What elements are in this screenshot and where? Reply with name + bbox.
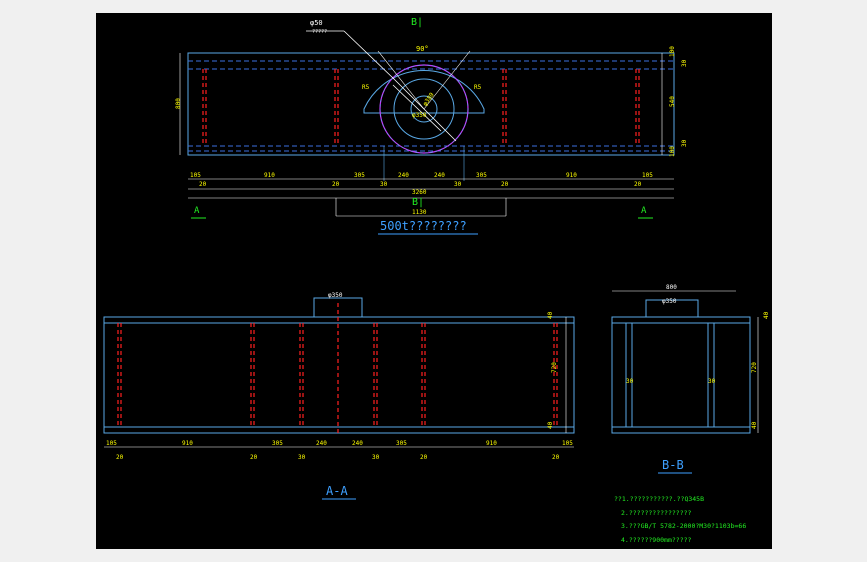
svg-text:20: 20 bbox=[116, 454, 124, 461]
plan-outline bbox=[187, 52, 675, 156]
svg-text:40: 40 bbox=[547, 311, 554, 319]
bottom-dims-top: 105 910 305 240 240 305 910 105 bbox=[190, 172, 653, 179]
section-aa-stiffeners bbox=[117, 303, 558, 433]
svg-text:30: 30 bbox=[681, 139, 688, 147]
svg-text:240: 240 bbox=[398, 172, 409, 179]
svg-text:305: 305 bbox=[354, 172, 365, 179]
note-line: 3.???GB/T 5782-2000?M30?1103b=66 bbox=[621, 522, 746, 530]
svg-text:305: 305 bbox=[396, 440, 407, 447]
svg-text:910: 910 bbox=[264, 172, 275, 179]
section-marker-b-bottom: B| bbox=[412, 197, 424, 208]
section-bb-top-width: 800 bbox=[666, 284, 677, 291]
svg-text:30: 30 bbox=[454, 181, 462, 188]
center-span-dim: 1130 bbox=[412, 209, 427, 216]
svg-text:20: 20 bbox=[250, 454, 258, 461]
section-aa-bore-label: φ350 bbox=[328, 292, 343, 299]
svg-text:20: 20 bbox=[501, 181, 509, 188]
technical-notes: ??1.???????????.??Q345B 2.??????????????… bbox=[614, 495, 746, 544]
svg-text:720: 720 bbox=[551, 362, 558, 373]
leader-line bbox=[343, 30, 395, 80]
section-aa-bottom-dims-low: 20 20 30 30 20 20 bbox=[116, 454, 560, 461]
right-dims: 100 30 540 30 100 bbox=[669, 46, 688, 157]
svg-text:105: 105 bbox=[562, 440, 573, 447]
section-bb-left-thk: 30 bbox=[626, 378, 634, 385]
note-line: ??1.???????????.??Q345B bbox=[614, 495, 704, 503]
svg-text:105: 105 bbox=[642, 172, 653, 179]
svg-text:240: 240 bbox=[316, 440, 327, 447]
note-line: 2.???????????????? bbox=[621, 509, 692, 517]
svg-text:30: 30 bbox=[681, 59, 688, 67]
section-bb-right-dims: 40 720 40 bbox=[751, 311, 770, 429]
section-aa-view: φ350 40 720 40 105 910 305 240 240 305 9… bbox=[103, 292, 575, 500]
svg-text:910: 910 bbox=[486, 440, 497, 447]
section-aa-title: A-A bbox=[326, 484, 348, 498]
section-bb-view: 800 φ350 30 30 40 720 40 B-B bbox=[611, 284, 770, 474]
overall-length-dim: 3260 bbox=[412, 189, 427, 196]
svg-text:20: 20 bbox=[199, 181, 207, 188]
svg-text:20: 20 bbox=[332, 181, 340, 188]
angle-label: 90° bbox=[416, 45, 429, 53]
cad-drawing: B| φ50 ????? 90° R5 R5 φ380 φ350 800 100… bbox=[103, 17, 770, 544]
svg-text:540: 540 bbox=[669, 96, 676, 107]
bore-inner-circle bbox=[393, 78, 455, 140]
bore-arc-outline bbox=[363, 70, 485, 114]
svg-text:30: 30 bbox=[372, 454, 380, 461]
section-marker-b-top: B| bbox=[411, 17, 423, 28]
svg-text:305: 305 bbox=[272, 440, 283, 447]
svg-text:105: 105 bbox=[106, 440, 117, 447]
section-bb-mid-thk: 30 bbox=[708, 378, 716, 385]
svg-text:305: 305 bbox=[476, 172, 487, 179]
section-marker-a-right: A bbox=[641, 206, 647, 216]
arc-r1: R5 bbox=[362, 84, 370, 91]
section-bb-boss bbox=[645, 299, 699, 318]
note-line: 4.??????900mm????? bbox=[621, 536, 692, 544]
bottom-dims-low: 20 20 30 30 20 20 bbox=[199, 181, 642, 188]
leader-label: φ50 bbox=[310, 19, 323, 27]
section-bb-outline bbox=[611, 316, 751, 434]
section-aa-outline bbox=[103, 316, 575, 434]
arc-r2: R5 bbox=[474, 84, 482, 91]
svg-text:240: 240 bbox=[352, 440, 363, 447]
bore-inner-dim: φ350 bbox=[412, 112, 427, 119]
section-aa-right-dims: 40 720 40 bbox=[547, 311, 558, 429]
svg-text:30: 30 bbox=[298, 454, 306, 461]
svg-text:910: 910 bbox=[182, 440, 193, 447]
section-aa-bottom-dims-top: 105 910 305 240 240 305 910 105 bbox=[106, 440, 573, 447]
svg-text:20: 20 bbox=[552, 454, 560, 461]
svg-text:100: 100 bbox=[669, 146, 676, 157]
left-height-dim: 800 bbox=[175, 98, 182, 109]
svg-text:40: 40 bbox=[751, 421, 758, 429]
svg-text:20: 20 bbox=[634, 181, 642, 188]
svg-text:105: 105 bbox=[190, 172, 201, 179]
svg-text:240: 240 bbox=[434, 172, 445, 179]
plan-stiffeners bbox=[202, 69, 640, 146]
svg-text:40: 40 bbox=[763, 311, 770, 319]
section-bb-title: B-B bbox=[662, 458, 684, 472]
svg-text:720: 720 bbox=[751, 362, 758, 373]
cad-drawing-canvas: B| φ50 ????? 90° R5 R5 φ380 φ350 800 100… bbox=[96, 13, 772, 549]
plan-view: B| φ50 ????? 90° R5 R5 φ380 φ350 800 100… bbox=[175, 17, 688, 235]
bore-boss bbox=[313, 297, 363, 318]
svg-text:20: 20 bbox=[420, 454, 428, 461]
svg-text:910: 910 bbox=[566, 172, 577, 179]
leader-sub: ????? bbox=[312, 29, 327, 35]
section-marker-a-left: A bbox=[194, 206, 200, 216]
section-bb-bore-label: φ350 bbox=[662, 298, 677, 305]
svg-text:40: 40 bbox=[547, 421, 554, 429]
plan-title: 500t???????? bbox=[380, 219, 467, 233]
svg-text:100: 100 bbox=[669, 46, 676, 57]
svg-text:30: 30 bbox=[380, 181, 388, 188]
